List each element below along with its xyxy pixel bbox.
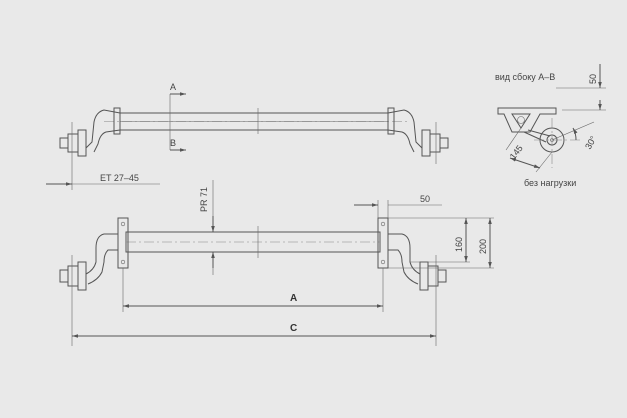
dim-160-label: 160: [454, 237, 464, 252]
section-a-label: A: [170, 82, 176, 92]
dim-200-label: 200: [478, 239, 488, 254]
no-load-label: без нагрузки: [524, 178, 576, 188]
pr-size-label: PR 71: [199, 187, 209, 212]
angle-30-label: 30°: [583, 134, 599, 151]
top-view: A B ET 27–45: [46, 82, 449, 190]
side-view-title: вид сбоку A–B: [495, 72, 555, 82]
dim-50-side-label: 50: [588, 74, 598, 84]
dim-a-label: A: [290, 293, 297, 304]
side-view: вид сбоку A–B 50 145 30° без нагрузки: [495, 64, 606, 188]
et-offset-label: ET 27–45: [100, 173, 139, 183]
dim-c-label: C: [290, 323, 297, 334]
section-b-label: B: [170, 138, 176, 148]
front-view: PR 71 50 160 200 A C: [59, 180, 494, 346]
dim-50-plate-label: 50: [420, 194, 430, 204]
